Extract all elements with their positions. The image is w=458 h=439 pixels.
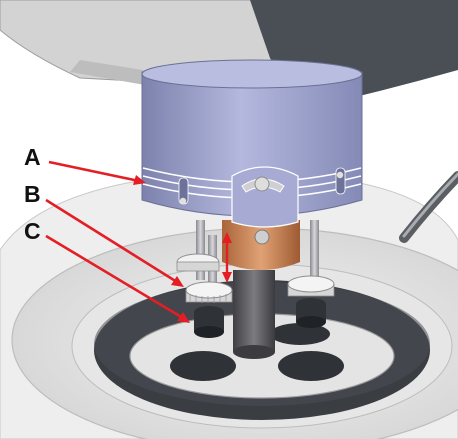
rod-right	[310, 220, 319, 285]
arrow-a	[48, 160, 140, 183]
knob-front-left	[185, 281, 233, 299]
arrow-c-head	[177, 312, 190, 323]
housing-top	[141, 59, 363, 89]
latch-knob	[254, 176, 270, 192]
gap-double-arrow-bottom	[222, 272, 232, 283]
arrow-a-head	[133, 175, 146, 185]
platter-hole-left	[170, 351, 236, 381]
copper-sleeve	[222, 220, 300, 270]
label-a: A	[24, 144, 41, 170]
callout-arrows	[45, 160, 232, 323]
label-c: C	[24, 218, 41, 244]
pad-right-bottom	[296, 316, 326, 328]
sleeve-screw	[254, 229, 270, 245]
knob-back-left-side	[176, 261, 220, 272]
center-post-base	[233, 345, 275, 359]
gap-double-arrow-top	[222, 232, 232, 243]
label-b: B	[24, 181, 41, 207]
latch-bracket	[231, 166, 299, 228]
arrow-c	[45, 234, 184, 320]
housing-slot-right-screw	[336, 171, 344, 179]
pad-left-bottom	[194, 326, 224, 338]
knob-front-right	[287, 275, 335, 293]
drain-tube-highlight	[402, 172, 458, 238]
housing-slot-left-screw	[179, 197, 187, 205]
platter-hole-right	[278, 351, 344, 381]
rod-left-back	[196, 220, 205, 280]
center-post	[233, 270, 275, 352]
arrow-b-head	[171, 276, 184, 287]
knob-front-left-knurl	[189, 294, 227, 303]
arrow-b	[45, 198, 178, 284]
platter-hole-back	[270, 323, 330, 345]
